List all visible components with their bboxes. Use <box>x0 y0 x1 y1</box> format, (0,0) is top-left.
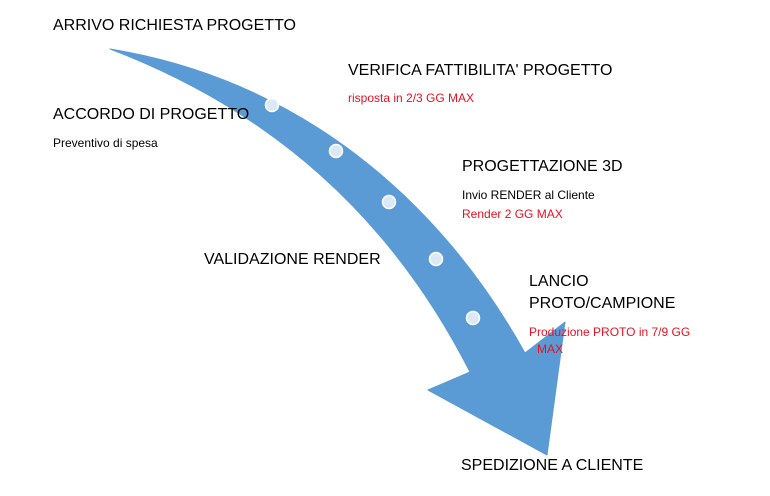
step-validazione-title: VALIDAZIONE RENDER <box>204 251 381 268</box>
step-lancio-note-line2: MAX <box>537 342 564 356</box>
step-marker-5 <box>465 310 481 326</box>
step-marker-1 <box>264 97 280 113</box>
step-marker-3 <box>381 194 397 210</box>
step-verifica-note: risposta in 2/3 GG MAX <box>348 91 475 105</box>
step-lancio-title-line2: PROTO/CAMPIONE <box>529 295 676 312</box>
step-progettazione-title: PROGETTAZIONE 3D <box>462 158 623 175</box>
step-verifica-title: VERIFICA FATTIBILITA' PROGETTO <box>348 62 613 79</box>
step-accordo-sub: Preventivo di spesa <box>53 136 158 150</box>
step-markers <box>264 97 481 326</box>
step-lancio-note-line1: Produzione PROTO in 7/9 GG <box>529 325 691 339</box>
step-marker-4 <box>428 251 444 267</box>
step-spedizione-title: SPEDIZIONE A CLIENTE <box>461 457 644 474</box>
step-lancio-title-line1: LANCIO <box>529 273 589 290</box>
step-progettazione-sub: Invio RENDER al Cliente <box>462 188 595 202</box>
step-marker-2 <box>328 143 344 159</box>
step-progettazione-note: Render 2 GG MAX <box>462 207 563 221</box>
step-arrivo-title: ARRIVO RICHIESTA PROGETTO <box>53 17 296 34</box>
arrow-body <box>109 48 566 456</box>
step-accordo-title: ACCORDO DI PROGETTO <box>53 106 250 123</box>
